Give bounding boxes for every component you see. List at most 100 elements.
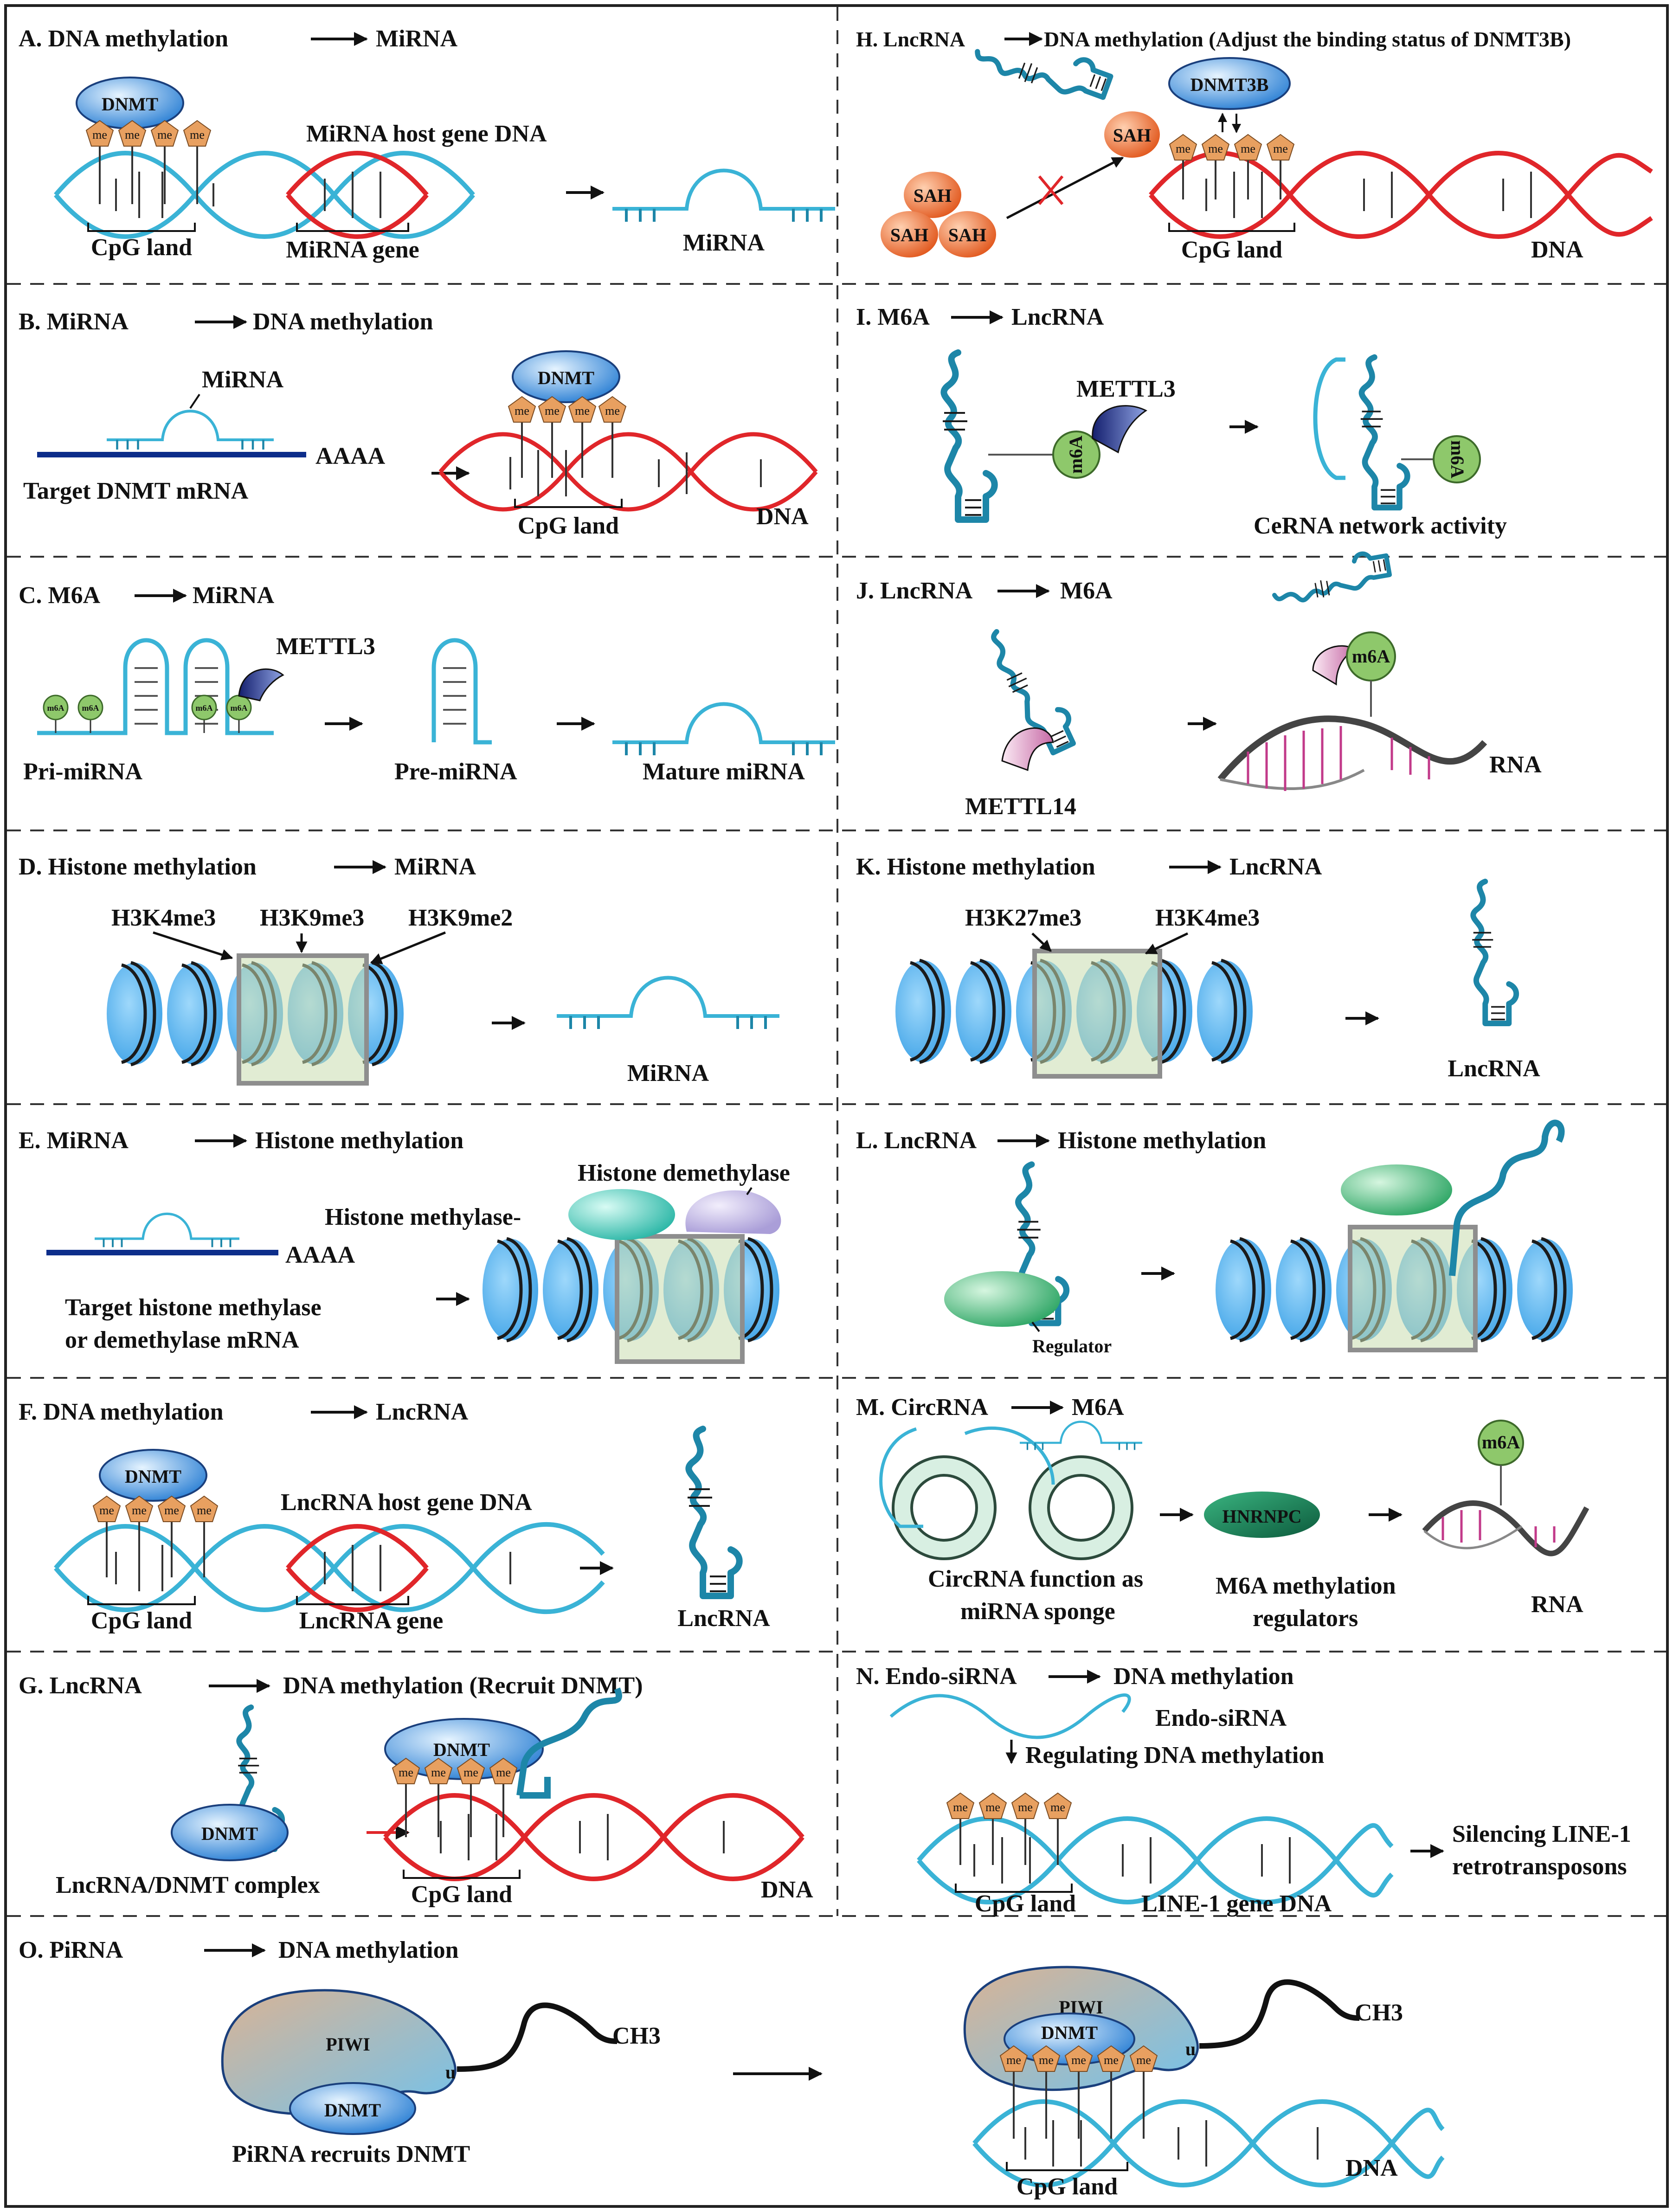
panel-o-methyl-groups: [1000, 2045, 1158, 2139]
panel-e-target-line-1: Target histone methylase: [65, 1294, 322, 1321]
panel-e-title-left: E. MiRNA: [19, 1127, 129, 1154]
panel-m-reg-line-2: regulators: [1253, 1605, 1358, 1632]
panel-o-title-right: DNA methylation: [278, 1937, 459, 1963]
panel-i-cerna-label: CeRNA network activity: [1254, 513, 1507, 539]
panel-d-title-right: MiRNA: [394, 854, 476, 880]
svg-text:m6A: m6A: [231, 703, 248, 713]
panel-i-m6a-label: m6A: [1065, 436, 1086, 474]
panel-d: D. Histone methylation MiRNA H3K4me3 H3K…: [19, 854, 779, 1087]
panel-h-title-left: H. LncRNA: [856, 27, 965, 51]
panel-m-circ-line-2: miRNA sponge: [960, 1598, 1115, 1625]
panel-o-dnmt-bound-label: DNMT: [1041, 2022, 1098, 2043]
svg-text:SAH: SAH: [948, 225, 986, 245]
panel-m-circrna-1: [893, 1457, 995, 1559]
panel-b-polya-label: AAAA: [315, 443, 386, 469]
panel-b-dnmt-label: DNMT: [538, 367, 595, 388]
panel-m: M. CircRNA M6A CircRNA function as miRNA…: [856, 1394, 1589, 1632]
panel-g-lncrna-bound: [516, 1687, 622, 1796]
panel-n-sirna-strand: [889, 1693, 1131, 1739]
panel-f-product-label: LncRNA: [677, 1605, 770, 1632]
panel-c-pri-label: Pri-miRNA: [23, 759, 142, 785]
panel-h-sah-free: [1104, 111, 1160, 158]
panel-c-mature-label: Mature miRNA: [643, 759, 805, 785]
panel-n: N. Endo-siRNA DNA methylation Endo-siRNA…: [856, 1663, 1631, 1917]
panel-n-title-right: DNA methylation: [1113, 1663, 1294, 1690]
panel-g: G. LncRNA DNA methylation (Recruit DNMT)…: [19, 1672, 813, 1908]
panel-a-title-right: MiRNA: [376, 26, 458, 52]
panel-g-methyl-groups: [392, 1758, 517, 1837]
panel-h-block-mark: [1038, 175, 1064, 205]
panel-g-dna-label: DNA: [761, 1877, 813, 1903]
panel-o-piwi-label: PIWI: [326, 2034, 370, 2055]
panel-e-methylase-enzyme: [568, 1189, 675, 1240]
panel-m-hnrnpc-protein: [1204, 1492, 1320, 1538]
panel-m-rna-strand: [1422, 1500, 1589, 1556]
panel-h-dna-helix: [1149, 151, 1653, 239]
panel-h-dnmt3b-enzyme: [1168, 57, 1291, 110]
panel-c-mature-mirna-icon: [612, 704, 835, 756]
panel-j-rna-label: RNA: [1489, 752, 1542, 778]
panel-l-regulator-bound: [1341, 1164, 1452, 1215]
panel-o-cpg-label: CpG land: [1017, 2173, 1118, 2200]
panel-c-pre-mirna: [431, 638, 492, 745]
panel-b-cpg-bracket: [514, 499, 623, 508]
panel-m-hnrnpc-label: HNRNPC: [1222, 1506, 1301, 1527]
panel-f-cpg-label: CpG land: [91, 1608, 192, 1634]
panel-f-title-right: LncRNA: [376, 1399, 469, 1425]
panel-f-gene-label: LncRNA gene: [299, 1608, 444, 1634]
panel-j-lncrna-bound: [1270, 550, 1391, 606]
panel-f-dna-helix: [54, 1522, 605, 1614]
panel-h-dnmt3b-label: DNMT3B: [1190, 74, 1269, 95]
panel-a-host-gene-label: MiRNA host gene DNA: [306, 121, 547, 147]
outer-border: [4, 4, 1669, 2208]
panel-i-lncrna-icon: [943, 353, 995, 520]
panel-e-title-right: Histone methylation: [255, 1127, 463, 1154]
panel-c-title-right: MiRNA: [193, 582, 275, 609]
panel-j-m6a-label: m6A: [1352, 646, 1390, 667]
panel-h-cpg-bracket: [1168, 223, 1295, 232]
panel-o-dna-label: DNA: [1345, 2155, 1398, 2181]
panel-j-mettl14-label: METTL14: [965, 793, 1076, 820]
panel-m-m6a-label: m6A: [1482, 1432, 1520, 1453]
panel-d-highlight-box: [237, 953, 369, 1086]
panel-a-cpg-bracket: [87, 223, 196, 232]
panel-a-methyl-groups: [86, 120, 211, 204]
panel-m-bound-mirna-1: [879, 1427, 923, 1528]
panel-e-demethylase-enzyme: [685, 1190, 781, 1234]
panel-o-ch3-bound-label: CH3: [1355, 2000, 1403, 2026]
panel-f-cpg-bracket: [87, 1596, 196, 1605]
panel-a-gene-label: MiRNA gene: [286, 237, 419, 263]
panel-o-title-left: O. PiRNA: [19, 1937, 123, 1963]
panel-a-dna-helix: [54, 151, 475, 239]
panel-e-polya-label: AAAA: [285, 1242, 355, 1268]
panel-n-cpg-label: CpG land: [975, 1890, 1076, 1917]
panel-a-title-left: A. DNA methylation: [19, 26, 228, 52]
panel-d-mirna-icon: [557, 978, 779, 1029]
panel-k-mark-1: H3K27me3: [965, 905, 1081, 931]
panel-o-dnmt-enzyme: [289, 2082, 416, 2135]
panel-m-rna-label: RNA: [1531, 1591, 1583, 1618]
panel-l-regulator-label: Regulator: [1032, 1336, 1112, 1357]
panel-b-methyl-groups: [508, 396, 626, 478]
panel-h-dna-label: DNA: [1531, 237, 1583, 263]
panel-o-u-bound-label: u: [1185, 2038, 1196, 2059]
panel-l-title-left: L. LncRNA: [856, 1127, 977, 1154]
panel-o-u-label: u: [445, 2062, 456, 2083]
panel-j-rna-strand: [1217, 715, 1487, 791]
panel-f-gene-bracket: [296, 1596, 409, 1605]
panel-b-target-label: Target DNMT mRNA: [23, 478, 249, 504]
panel-g-title-right: DNA methylation (Recruit DNMT): [283, 1672, 643, 1699]
panel-k-pointer-2: [1145, 932, 1189, 955]
panel-h-cpg-label: CpG land: [1181, 237, 1282, 263]
panel-n-line1-label: LINE-1 gene DNA: [1141, 1890, 1332, 1917]
panel-j: J. LncRNA M6A METTL14 m6A RNA: [856, 550, 1542, 820]
panel-d-pointer-1: [153, 931, 233, 960]
panel-n-silence-line-2: retrotransposons: [1452, 1853, 1627, 1880]
panel-g-dnmt-label: DNMT: [201, 1823, 258, 1844]
panel-g-complex-label: LncRNA/DNMT complex: [56, 1872, 320, 1898]
panel-g-dnmt-bound-label: DNMT: [433, 1739, 490, 1760]
panel-d-mark-3: H3K9me2: [408, 905, 513, 931]
panel-c-mettl3-enzyme: [238, 668, 284, 701]
panel-k-product-label: LncRNA: [1448, 1055, 1540, 1082]
